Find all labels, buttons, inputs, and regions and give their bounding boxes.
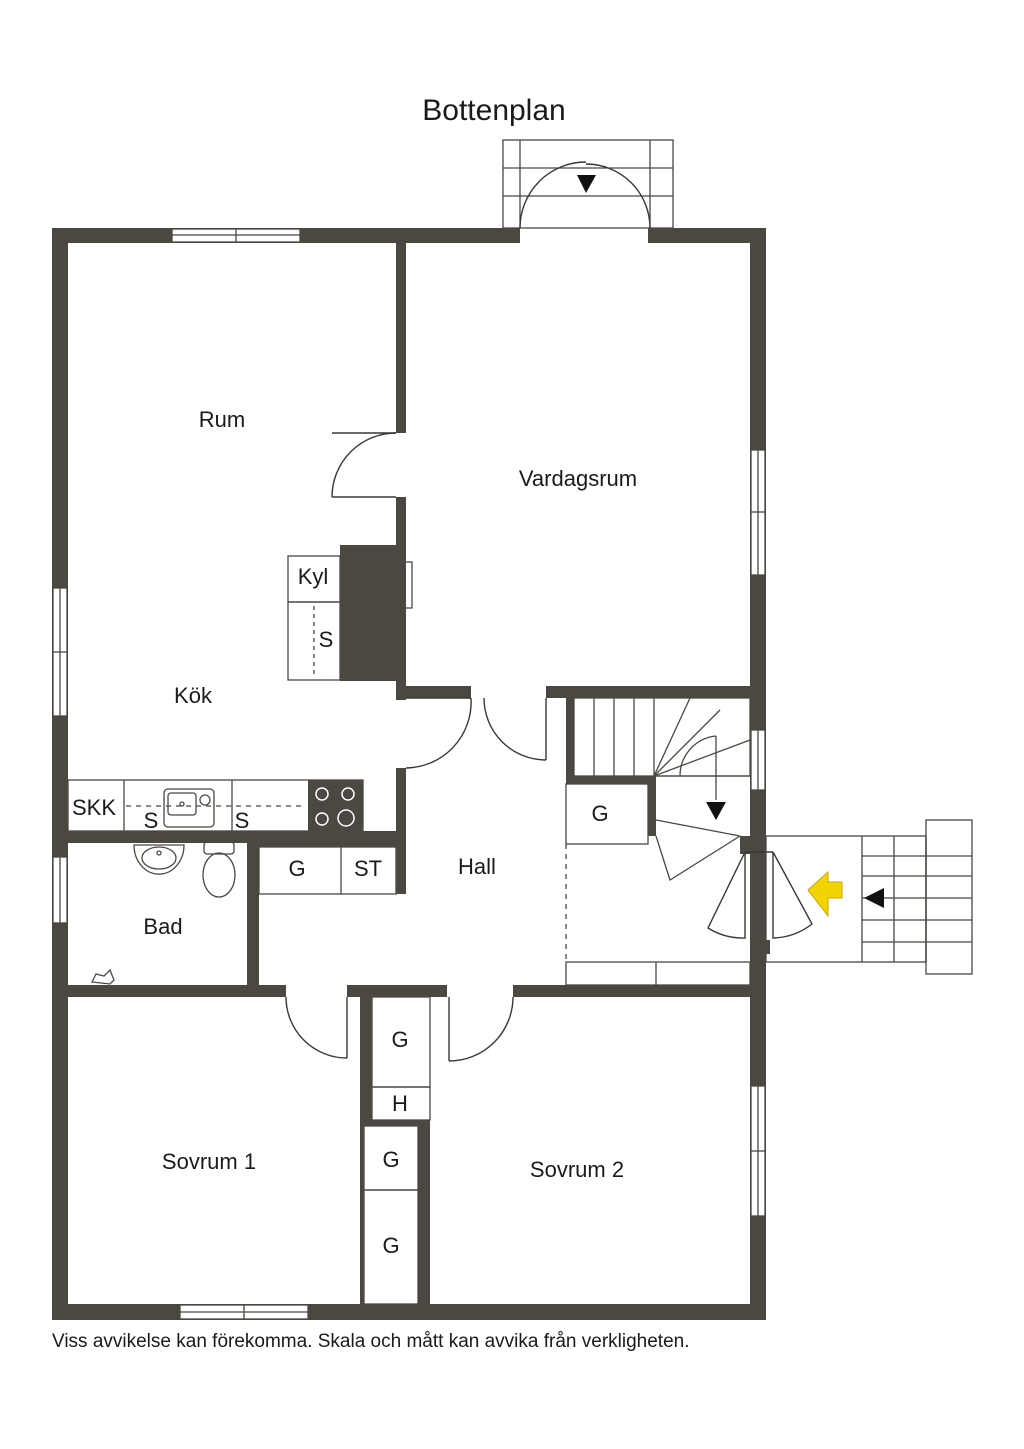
fixture-label-kyl: Kyl	[298, 564, 329, 589]
disclaimer-text: Viss avvikelse kan förekomma. Skala och …	[52, 1331, 690, 1352]
side-entrance-stairs	[765, 819, 973, 975]
fixture-label-g-stair: G	[591, 801, 608, 826]
top-entrance-porch	[502, 139, 674, 229]
fixture-label-s-upper: S	[319, 627, 334, 652]
stove	[308, 780, 363, 831]
fixture-label-s-counter-1: S	[144, 808, 159, 833]
main-entrance-marker-icon	[807, 870, 843, 918]
hall-closets	[258, 783, 751, 986]
room-label-kok: Kök	[174, 683, 213, 708]
room-label-bad: Bad	[143, 914, 182, 939]
room-label-rum: Rum	[199, 407, 245, 432]
side-stair-arrow-icon	[864, 888, 884, 908]
bathroom-fixtures	[91, 841, 236, 985]
fixture-label-skk: SKK	[72, 795, 116, 820]
stair-arrow-icon	[706, 802, 726, 820]
staircase	[573, 697, 751, 881]
entrance-arrow-icon	[577, 175, 596, 193]
doors	[285, 432, 813, 1062]
interior-walls	[68, 243, 770, 1304]
room-label-sovrum-1: Sovrum 1	[162, 1149, 256, 1174]
fixture-label-g-corridor-lower-1: G	[382, 1147, 399, 1172]
corridor-closets	[363, 996, 431, 1305]
fixture-label-g-corridor-lower-2: G	[382, 1233, 399, 1258]
fixture-label-s-counter-2: S	[235, 808, 250, 833]
kitchen-fixtures	[67, 555, 413, 832]
fixture-label-g-hall: G	[288, 856, 305, 881]
windows	[52, 228, 766, 1320]
fixture-label-h-corridor: H	[392, 1091, 408, 1116]
room-label-hall: Hall	[458, 854, 496, 879]
room-label-sovrum-2: Sovrum 2	[530, 1157, 624, 1182]
fixture-label-g-corridor-upper: G	[391, 1027, 408, 1052]
plan-title: Bottenplan	[422, 94, 565, 127]
fixture-label-st-hall: ST	[354, 856, 382, 881]
room-label-vardagsrum: Vardagsrum	[519, 466, 637, 491]
